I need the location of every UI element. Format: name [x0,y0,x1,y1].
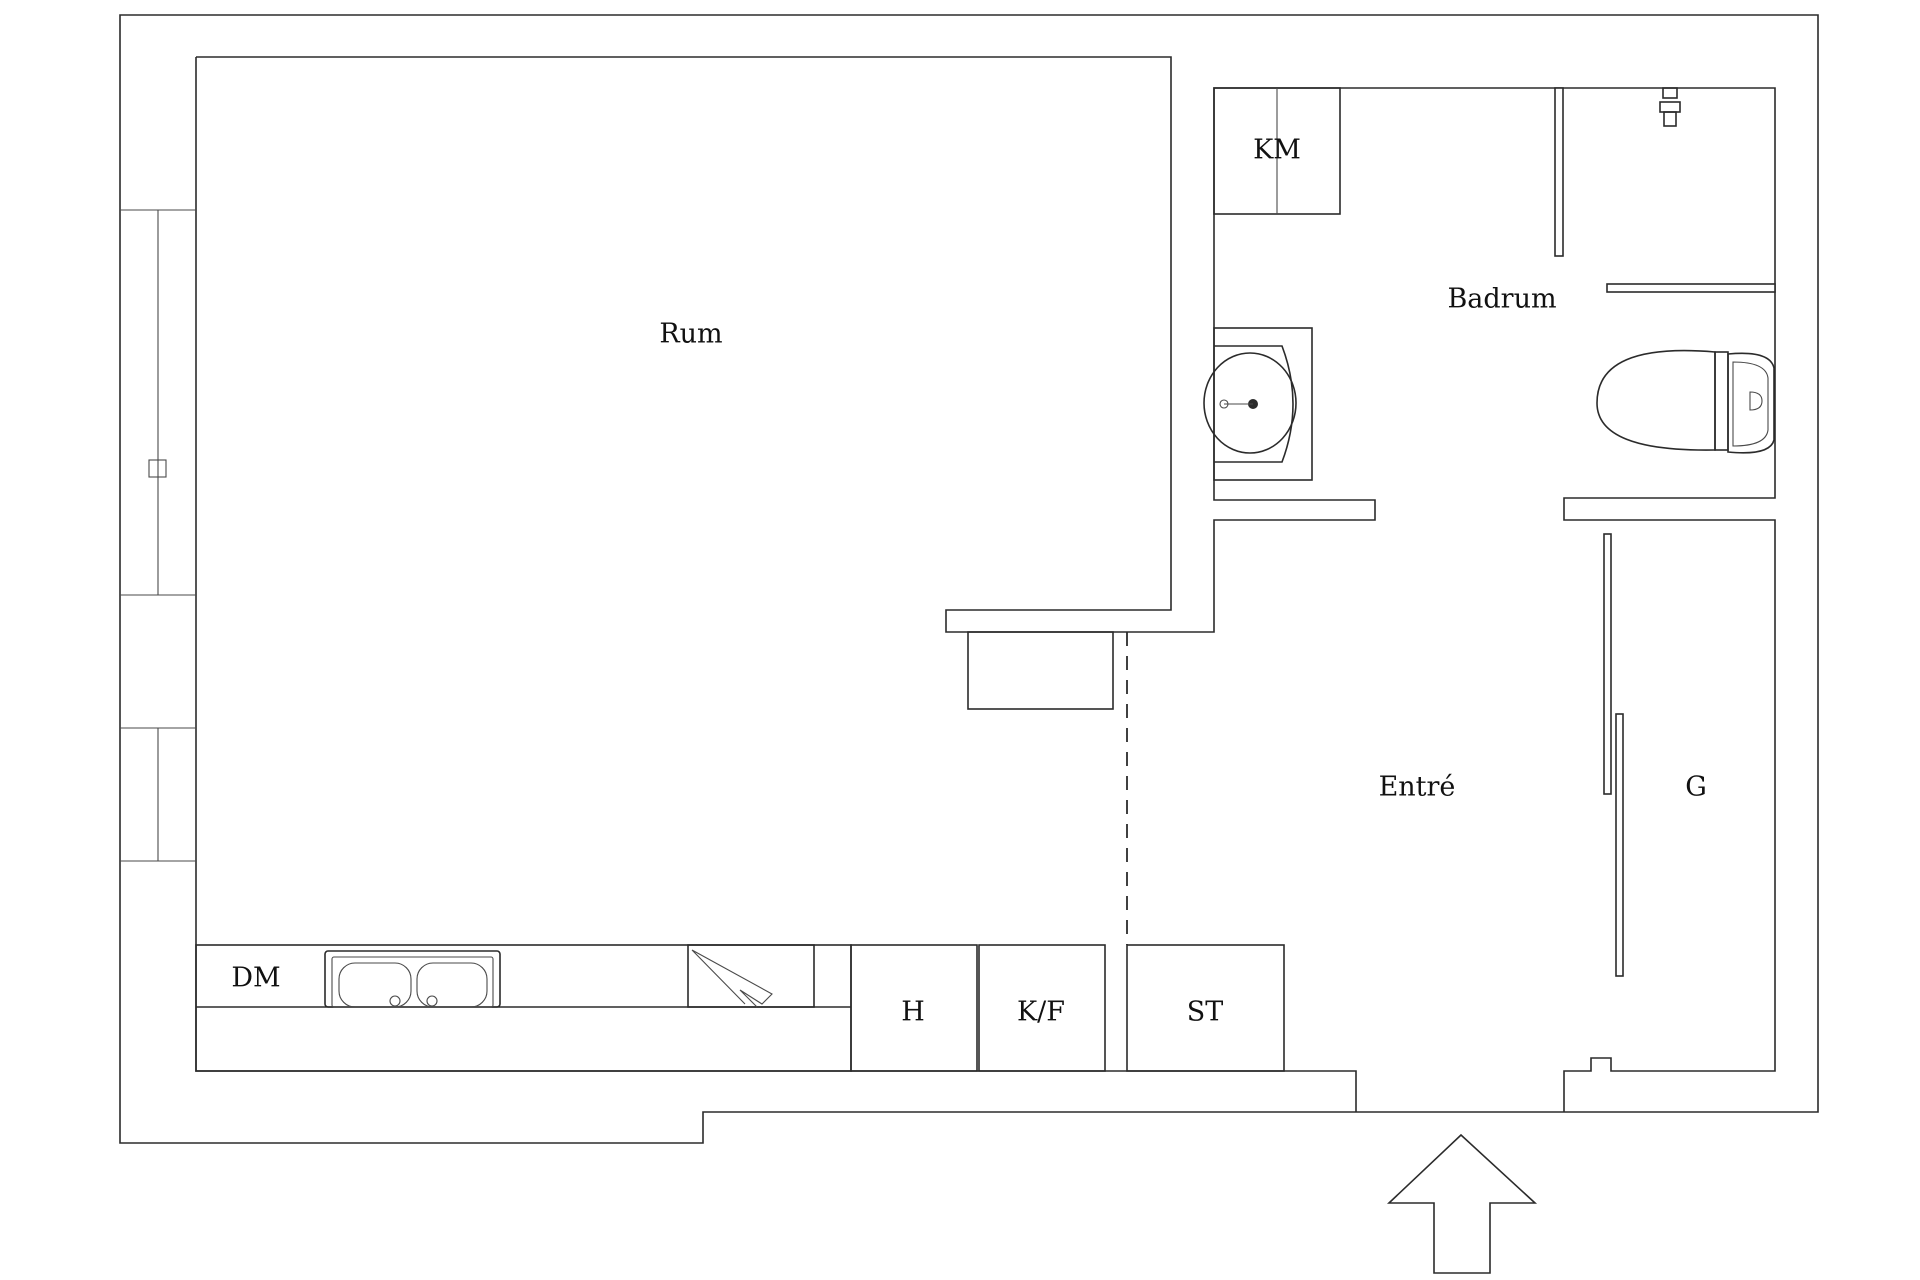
washbasin-icon [1203,327,1313,481]
pillar [967,631,1114,710]
entrance-arrow-icon [1386,1133,1538,1274]
label-dm: DM [231,963,280,994]
label-km: KM [1253,135,1301,166]
label-rum: Rum [659,319,722,350]
left-windows [120,209,196,862]
stove-icon [687,944,815,1008]
sink-icon [324,950,501,1008]
label-st: ST [1187,997,1224,1028]
label-badrum: Badrum [1447,284,1556,315]
km-cabinet [1213,87,1341,215]
shower-head-icon [1659,87,1681,127]
kitchen-units [850,944,1285,1072]
label-h: H [901,997,925,1028]
label-g: G [1685,772,1707,803]
label-entre: Entré [1379,772,1456,803]
bathroom-partitions [1554,87,1776,293]
kitchen-counter [195,944,852,1072]
label-kf: K/F [1017,997,1065,1028]
wardrobe-doors [1603,533,1624,977]
toilet-icon [1596,349,1775,454]
